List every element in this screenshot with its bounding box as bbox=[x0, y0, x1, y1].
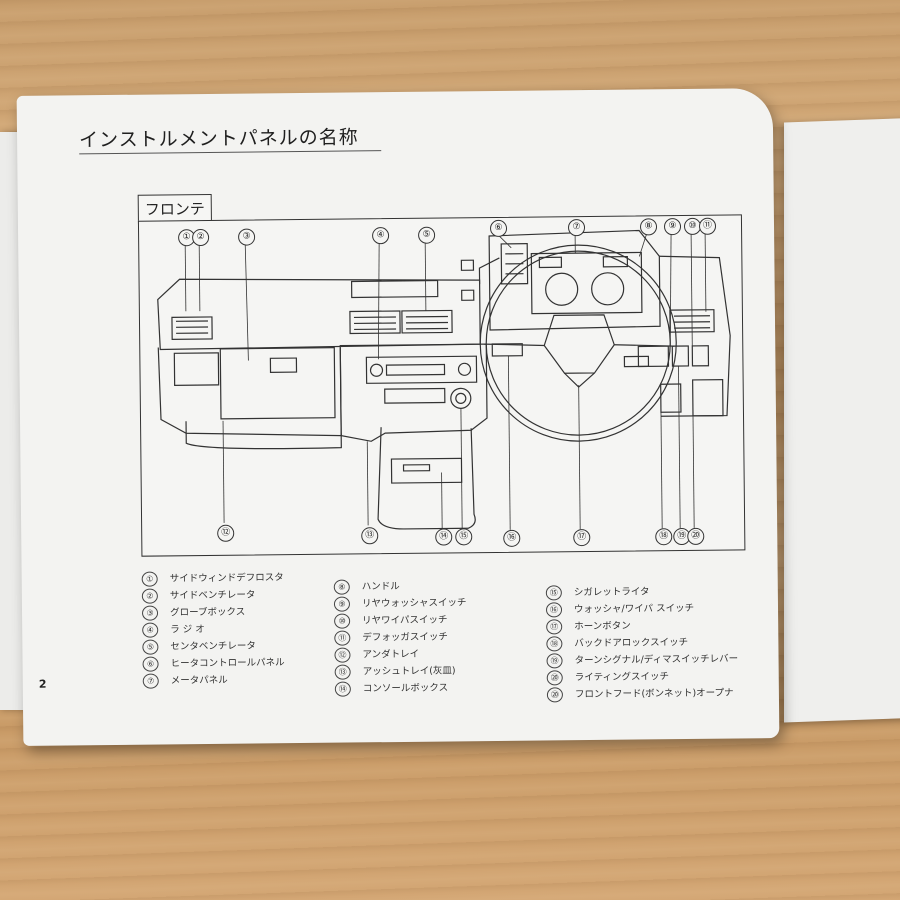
center-stack bbox=[339, 343, 488, 442]
callout-7: ⑦ bbox=[567, 219, 586, 237]
callout-12: ⑫ bbox=[217, 524, 235, 542]
center-vent-right bbox=[401, 309, 453, 334]
lighting-switch-block bbox=[660, 383, 682, 413]
callout-6: ⑥ bbox=[489, 219, 508, 238]
horn-pad bbox=[543, 314, 615, 374]
side-vent-left bbox=[171, 316, 213, 340]
callout-9: ⑨ bbox=[663, 218, 682, 236]
page-title: インストルメントパネルの名称 bbox=[78, 126, 359, 152]
meter-panel bbox=[530, 251, 643, 315]
callout-18: ⑱ bbox=[655, 528, 673, 546]
callout-16: ⑯ bbox=[503, 529, 521, 547]
tachometer bbox=[591, 272, 625, 306]
heater-control bbox=[500, 243, 529, 285]
instrument-panel-diagram: ① ② ③ ④ ⑤ ⑥ ⑦ ⑧ ⑨ ⑩ ⑪ ⑫ ⑬ ⑭ ⑮ ⑯ ⑰ ⑱ ⑲ ⑳ bbox=[137, 214, 746, 557]
manual-page: インストルメントパネルの名称 フロンテ bbox=[16, 88, 780, 746]
callout-8: ⑧ bbox=[639, 218, 658, 236]
dashboard-drawing bbox=[157, 229, 731, 530]
right-page-edge bbox=[784, 117, 900, 723]
under-tray-outline bbox=[185, 421, 342, 450]
radio-unit bbox=[365, 355, 478, 384]
wiper-stalk bbox=[491, 343, 523, 357]
binnacle bbox=[488, 229, 661, 331]
callout-14: ⑭ bbox=[435, 528, 453, 546]
glove-box bbox=[219, 347, 336, 420]
console-outline bbox=[377, 427, 476, 530]
callout-20: ⑳ bbox=[687, 527, 705, 545]
callout-4: ④ bbox=[372, 227, 390, 245]
cigarette-lighter bbox=[450, 387, 472, 409]
dashboard-top-outline bbox=[157, 278, 481, 351]
callout-13: ⑬ bbox=[361, 527, 379, 545]
callout-17: ⑰ bbox=[573, 528, 591, 547]
callout-11: ⑪ bbox=[698, 217, 717, 235]
callout-3: ③ bbox=[238, 228, 256, 246]
callout-5: ⑤ bbox=[418, 226, 436, 244]
callout-2: ② bbox=[192, 228, 210, 247]
center-vent-left bbox=[349, 310, 401, 335]
speedometer bbox=[545, 272, 579, 306]
page-number: 2 bbox=[38, 677, 47, 691]
turn-signal-stalk bbox=[623, 355, 650, 368]
glove-box-vent bbox=[173, 352, 220, 386]
callout-15: ⑮ bbox=[455, 528, 473, 546]
